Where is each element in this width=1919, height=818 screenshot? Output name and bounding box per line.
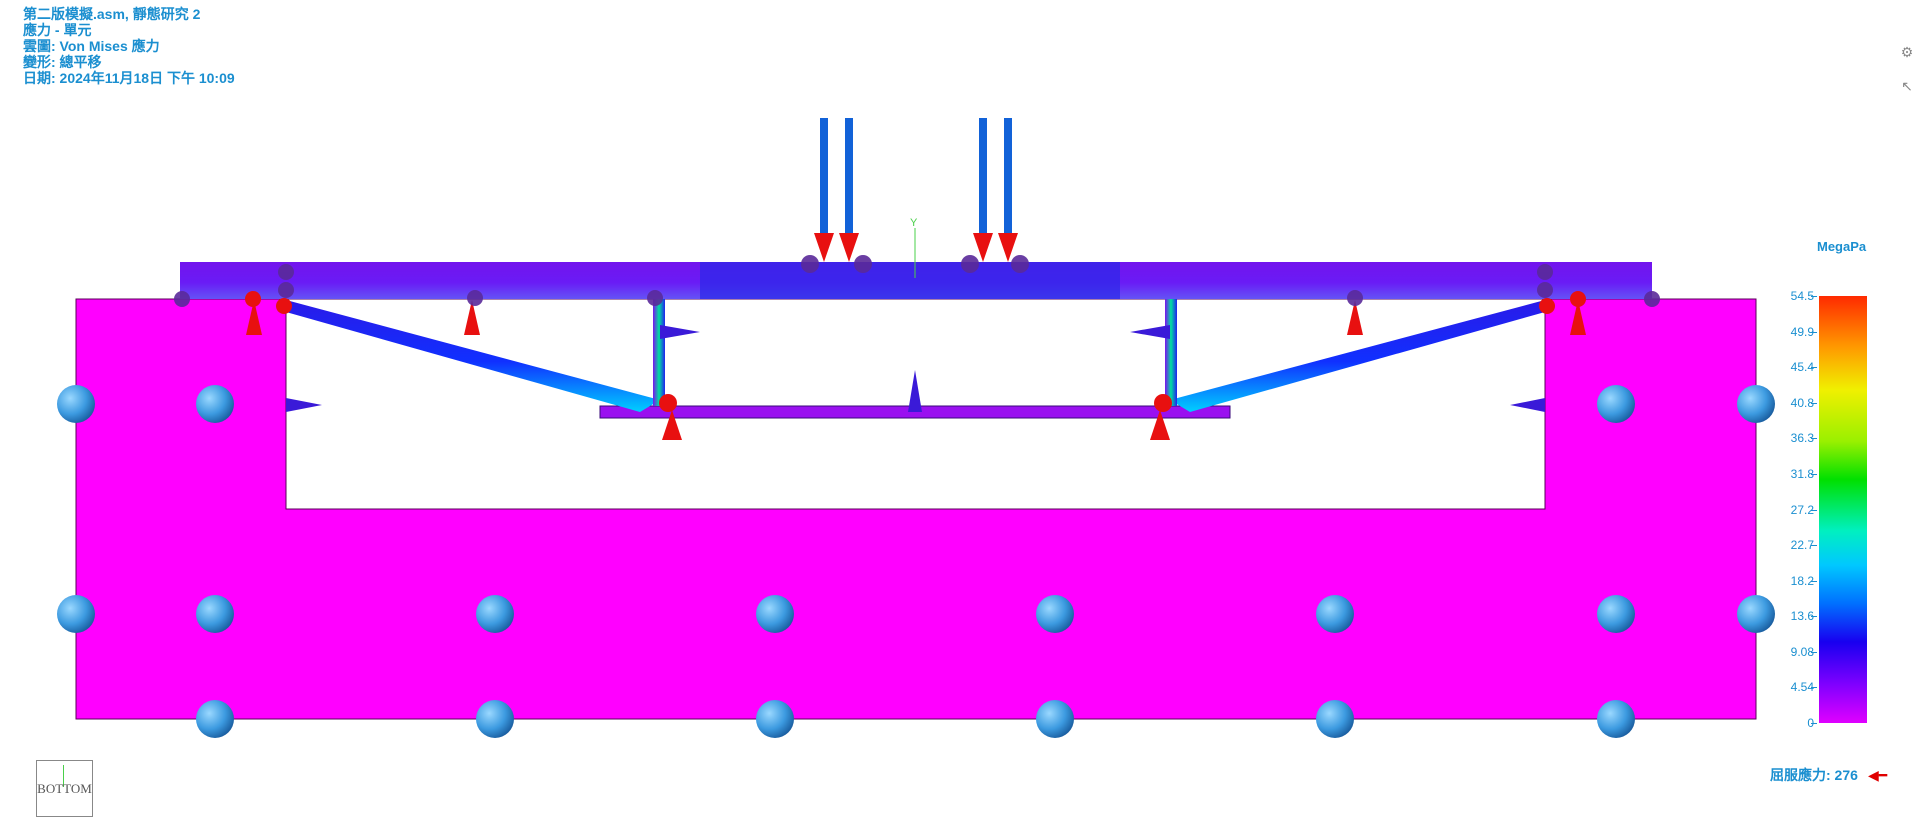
legend-tick-label: 22.7	[1790, 538, 1814, 553]
legend-tick-mark	[1811, 331, 1817, 333]
legend-tick-mark	[1811, 580, 1817, 582]
legend-tick-label: 31.8	[1790, 466, 1814, 481]
model-title: 第二版模擬.asm, 靜態研究 2	[23, 6, 201, 22]
deformation-type: 變形: 總平移	[23, 54, 102, 70]
legend-tick-mark	[1811, 438, 1817, 440]
legend-tick-label: 45.4	[1790, 360, 1814, 375]
right-diagonal-brace	[1170, 300, 1545, 412]
legend-tick-label: 36.3	[1790, 431, 1814, 446]
legend-tick-mark	[1811, 473, 1817, 475]
legend-tick-mark	[1811, 402, 1817, 404]
view-cube-axis-icon	[63, 765, 64, 787]
constraint-markers	[245, 291, 1586, 440]
right-post	[1165, 299, 1177, 406]
yield-stress-label: 屈服應力: 276	[1770, 767, 1858, 783]
legend-tick-label: 54.5	[1790, 289, 1814, 303]
legend-tick-mark	[1811, 296, 1817, 297]
legend-tick-label: 18.2	[1790, 573, 1814, 588]
node-spheres	[174, 255, 1660, 307]
legend-tick-label: 9.08	[1790, 644, 1814, 659]
load-arrows	[814, 118, 1018, 262]
view-cube[interactable]: BOTTOM	[36, 760, 93, 817]
legend-tick-mark	[1811, 545, 1817, 547]
legend-tick-label: 40.8	[1790, 395, 1814, 410]
legend-tick-label: 13.6	[1790, 609, 1814, 624]
model-info: 第二版模擬.asm, 靜態研究 2 應力 - 單元 雲圖: Von Mises …	[23, 6, 235, 86]
result-date: 日期: 2024年11月18日 下午 10:09	[23, 70, 235, 86]
left-diagonal-brace	[286, 300, 660, 412]
axis-triad: Y	[910, 217, 918, 278]
result-type: 應力 - 單元	[23, 22, 92, 38]
legend-tick-mark	[1811, 367, 1817, 369]
cone-markers	[286, 325, 1545, 412]
dimension-tool-icon[interactable]: ⚙	[1900, 44, 1914, 60]
left-post	[653, 299, 665, 406]
legend-tick-mark	[1811, 509, 1817, 511]
legend-tick-label: 49.9	[1790, 324, 1814, 339]
legend-tick-label: 0	[1780, 716, 1814, 730]
legend-tick-mark	[1811, 687, 1817, 689]
legend-tick-label: 27.2	[1790, 502, 1814, 517]
yield-arrow-icon: ◀━	[1868, 767, 1888, 783]
contour-type: 雲圖: Von Mises 應力	[23, 38, 160, 54]
pointer-tool-icon[interactable]: ↖	[1901, 78, 1913, 94]
legend-tick-mark	[1811, 616, 1817, 618]
legend-tick-label: 4.54	[1790, 680, 1814, 695]
svg-text:Y: Y	[910, 217, 918, 229]
legend-unit: MegaPa	[1817, 239, 1867, 254]
fixture-spheres	[57, 385, 1775, 738]
view-cube-label: BOTTOM	[37, 781, 92, 796]
legend-tick-mark	[1811, 723, 1817, 724]
base-plate	[75, 298, 1757, 720]
legend-tick-mark	[1811, 651, 1817, 653]
legend-color-bar	[1819, 296, 1867, 723]
